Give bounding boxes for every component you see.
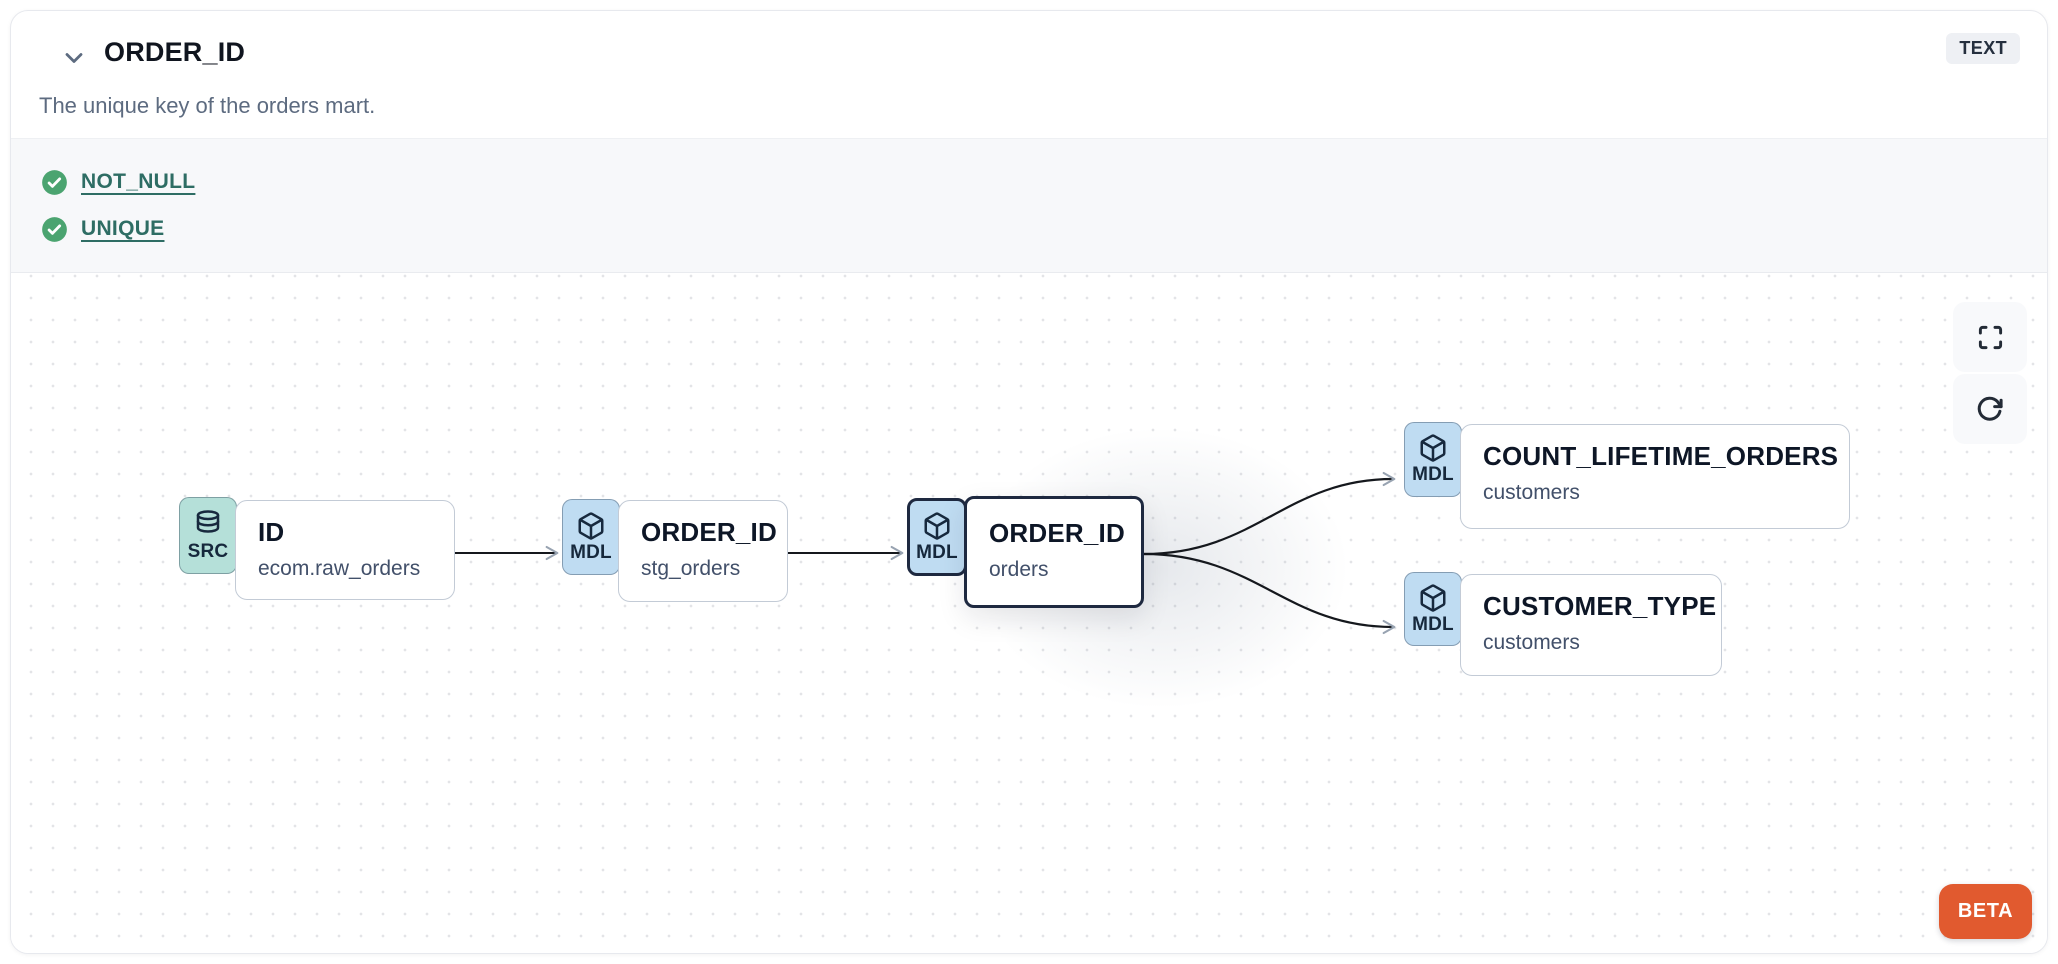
refresh-button[interactable]	[1953, 374, 2027, 444]
node-subtitle: stg_orders	[641, 557, 741, 580]
node-card: ID ecom.raw_orders	[235, 500, 455, 600]
node-subtitle: orders	[989, 558, 1049, 581]
column-type-badge: TEXT	[1946, 33, 2020, 64]
mdl-badge: MDL	[562, 499, 620, 575]
tests-section: NOT_NULL UNIQUE	[11, 138, 2047, 273]
node-title: COUNT_LIFETIME_ORDERS	[1483, 441, 1839, 471]
node-card: COUNT_LIFETIME_ORDERS customers	[1460, 424, 1850, 529]
node-title: CUSTOMER_TYPE	[1483, 591, 1717, 621]
mdl-badge: MDL	[1404, 572, 1462, 646]
node-kind-label: MDL	[570, 541, 612, 563]
node-subtitle: ecom.raw_orders	[258, 557, 421, 580]
node-kind-label: MDL	[1412, 613, 1454, 635]
node-kind-label: SRC	[187, 541, 229, 562]
cube-icon	[924, 511, 950, 540]
column-details-panel: ORDER_ID TEXT The unique key of the orde…	[10, 10, 2048, 954]
node-subtitle: customers	[1483, 631, 1580, 654]
mdl-badge: MDL	[1404, 422, 1462, 497]
node-subtitle: customers	[1483, 481, 1580, 504]
node-kind-label: MDL	[916, 541, 958, 563]
cube-icon	[1420, 583, 1446, 612]
test-row: UNIQUE	[41, 216, 2047, 243]
src-badge: SRC	[179, 497, 237, 574]
cube-icon	[578, 511, 604, 540]
node-title: ORDER_ID	[989, 518, 1125, 548]
beta-badge: BETA	[1939, 884, 2032, 939]
test-row: NOT_NULL	[41, 169, 2047, 196]
node-kind-label: MDL	[1412, 464, 1454, 485]
node-title: ID	[258, 517, 285, 547]
check-circle-icon	[42, 216, 67, 242]
check-circle-icon	[42, 169, 67, 195]
database-icon	[196, 510, 220, 533]
page-title: ORDER_ID	[104, 37, 246, 67]
node-title: ORDER_ID	[641, 517, 777, 547]
header: ORDER_ID TEXT The unique key of the orde…	[11, 11, 2047, 118]
collapse-chevron-button[interactable]	[57, 41, 91, 75]
cube-icon	[1420, 434, 1446, 462]
lineage-canvas[interactable]: SRC ID ecom.raw_orders MDL ORDER_ID stg_…	[11, 273, 2047, 953]
fullscreen-icon	[1978, 325, 2002, 349]
node-card: CUSTOMER_TYPE customers	[1460, 574, 1722, 676]
column-description: The unique key of the orders mart.	[39, 93, 376, 118]
refresh-icon	[1977, 396, 2003, 421]
mdl-badge: MDL	[907, 498, 967, 576]
node-card: ORDER_ID stg_orders	[618, 500, 788, 602]
node-card: ORDER_ID orders	[964, 496, 1144, 608]
test-link-not-null[interactable]: NOT_NULL	[81, 170, 196, 193]
chevron-down-icon	[65, 53, 83, 63]
test-link-unique[interactable]: UNIQUE	[81, 217, 165, 240]
fullscreen-button[interactable]	[1953, 302, 2027, 372]
